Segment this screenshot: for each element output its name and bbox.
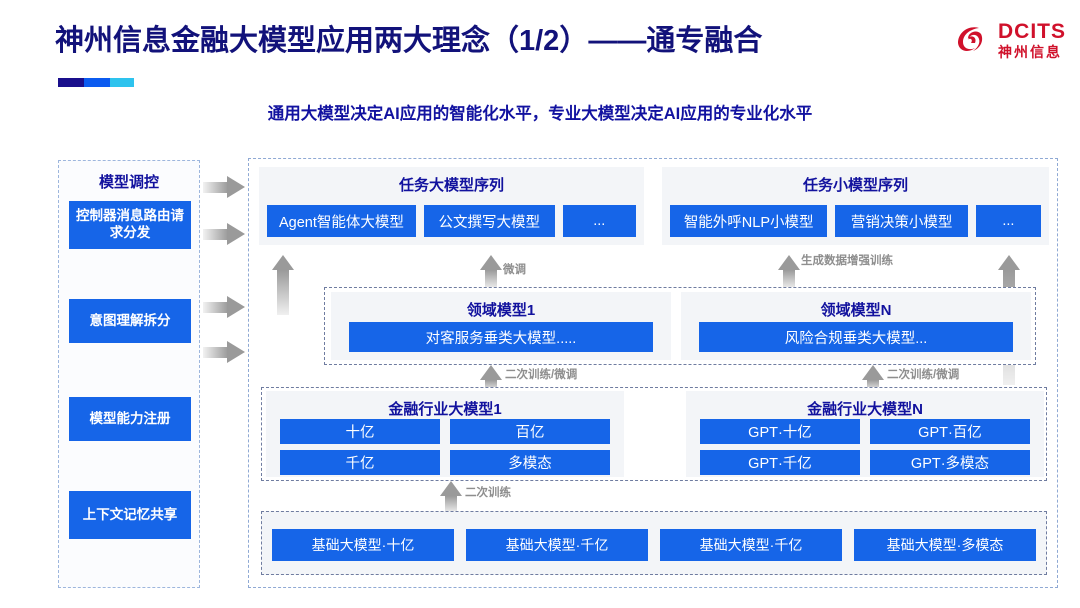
domain-model-n-title: 领域模型N [820,302,892,319]
domain-model-1-panel: 领域模型1 对客服务垂类大模型..... [331,292,671,360]
industry-model-1-grid: 十亿 百亿 千亿 多模态 [280,419,610,475]
industry-model-n-item-3[interactable]: GPT·多模态 [870,450,1030,475]
right-arrow-icon-2 [203,296,245,318]
domain-models-group: 领域模型1 对客服务垂类大模型..... 领域模型N 风险合规垂类大模型... [324,287,1036,365]
arrow-label-retrain-finetune-right: 二次训练/微调 [887,369,960,381]
up-arrow-icon-tall-left [271,255,295,315]
control-item-1[interactable]: 意图理解拆分 [69,299,191,343]
task-small-model-row: 智能外呼NLP小模型 营销决策小模型 ... [670,205,1041,237]
control-item-2[interactable]: 模型能力注册 [69,397,191,441]
industry-models-group: 金融行业大模型1 十亿 百亿 千亿 多模态 金融行业大模型N GPT·十亿 GP… [261,387,1047,481]
domain-model-1-box[interactable]: 对客服务垂类大模型..... [349,322,653,352]
page-title: 神州信息金融大模型应用两大理念（1/2）——通专融合 [55,25,763,57]
right-arrow-icon-3 [203,341,245,363]
arrow-label-gen-data-aug: 生成数据增强训练 [801,255,893,267]
up-arrow-icon-retrain-right [861,365,885,391]
industry-model-n-title: 金融行业大模型N [807,401,923,418]
right-arrow-icon-0 [203,176,245,198]
model-architecture-diagram: 任务大模型序列 Agent智能体大模型 公文撰写大模型 ... 任务小模型序列 … [248,158,1058,588]
accent-segment-3 [110,78,134,87]
base-model-1[interactable]: 基础大模型·千亿 [466,529,648,561]
task-large-model-sequence-panel: 任务大模型序列 Agent智能体大模型 公文撰写大模型 ... [259,167,644,245]
domain-model-n-box[interactable]: 风险合规垂类大模型... [699,322,1013,352]
control-column-title: 模型调控 [98,174,159,191]
accent-segment-2 [84,78,110,87]
arrow-label-retrain: 二次训练 [465,487,511,499]
task-large-model-row: Agent智能体大模型 公文撰写大模型 ... [267,205,636,237]
industry-model-1-title: 金融行业大模型1 [388,401,502,418]
control-item-3[interactable]: 上下文记忆共享 [69,491,191,539]
task-large-model-2[interactable]: ... [562,205,636,237]
industry-model-1-item-2[interactable]: 千亿 [280,450,440,475]
task-small-model-sequence-title: 任务小模型序列 [802,177,908,194]
logo-cn: 神州信息 [998,44,1062,60]
arrow-label-retrain-finetune-left: 二次训练/微调 [505,369,578,381]
control-column: 模型调控 控制器消息路由请求分发 意图理解拆分 模型能力注册 上下文记忆共享 [58,160,200,588]
control-item-0[interactable]: 控制器消息路由请求分发 [69,201,191,249]
arrow-label-fine-tune: 微调 [503,264,526,276]
right-arrow-icon-1 [203,223,245,245]
industry-model-n-item-1[interactable]: GPT·百亿 [870,419,1030,444]
task-small-model-2[interactable]: ... [975,205,1041,237]
dcits-swirl-icon [951,20,991,60]
industry-model-n-item-0[interactable]: GPT·十亿 [700,419,860,444]
industry-model-1-item-1[interactable]: 百亿 [450,419,610,444]
task-large-model-1[interactable]: 公文撰写大模型 [423,205,555,237]
up-arrow-icon-fine-tune [479,255,503,289]
company-logo: DCITS 神州信息 [951,20,1066,60]
base-model-2[interactable]: 基础大模型·千亿 [660,529,842,561]
task-small-model-1[interactable]: 营销决策小模型 [835,205,968,237]
up-arrow-icon-gen-data [777,255,801,289]
industry-model-1-item-0[interactable]: 十亿 [280,419,440,444]
industry-model-n-item-2[interactable]: GPT·千亿 [700,450,860,475]
subtitle: 通用大模型决定AI应用的智能化水平，专业大模型决定AI应用的专业化水平 [267,105,813,123]
accent-segment-1 [58,78,84,87]
task-large-model-sequence-title: 任务大模型序列 [398,177,504,194]
domain-model-1-title: 领域模型1 [466,302,536,319]
base-models-group: 基础大模型·十亿 基础大模型·千亿 基础大模型·千亿 基础大模型·多模态 [261,511,1047,575]
accent-bar [58,78,134,87]
task-large-model-0[interactable]: Agent智能体大模型 [267,205,416,237]
base-models-row: 基础大模型·十亿 基础大模型·千亿 基础大模型·千亿 基础大模型·多模态 [272,529,1036,561]
task-small-model-sequence-panel: 任务小模型序列 智能外呼NLP小模型 营销决策小模型 ... [662,167,1049,245]
industry-model-1-panel: 金融行业大模型1 十亿 百亿 千亿 多模态 [266,391,624,477]
industry-model-n-panel: 金融行业大模型N GPT·十亿 GPT·百亿 GPT·千亿 GPT·多模态 [686,391,1044,477]
industry-model-1-item-3[interactable]: 多模态 [450,450,610,475]
base-model-0[interactable]: 基础大模型·十亿 [272,529,454,561]
logo-en: DCITS [998,20,1066,43]
up-arrow-icon-retrain-base [439,481,463,513]
logo-text: DCITS 神州信息 [998,21,1066,59]
up-arrow-icon-retrain-left [479,365,503,391]
task-small-model-0[interactable]: 智能外呼NLP小模型 [670,205,828,237]
domain-model-n-panel: 领域模型N 风险合规垂类大模型... [681,292,1031,360]
base-model-3[interactable]: 基础大模型·多模态 [854,529,1036,561]
industry-model-n-grid: GPT·十亿 GPT·百亿 GPT·千亿 GPT·多模态 [700,419,1030,475]
